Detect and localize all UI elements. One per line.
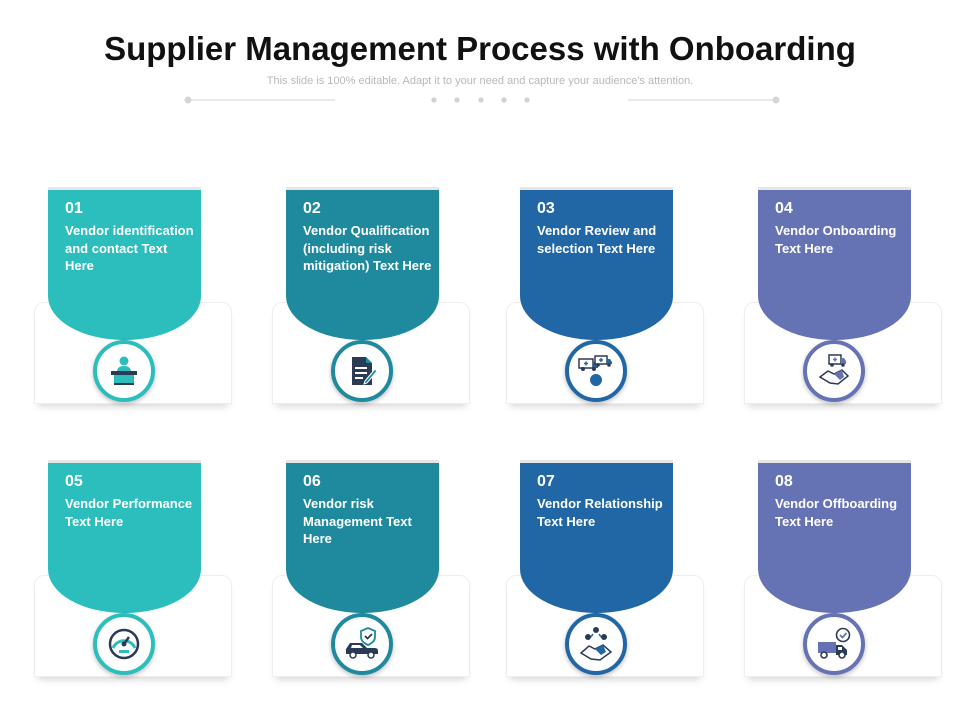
handshake-truck-icon [818,354,850,385]
step-ribbon [520,190,673,340]
step-card-01: 01 Vendor identification and contact Tex… [34,190,232,414]
step-card-02: 02 Vendor Qualification (including risk … [272,190,470,414]
step-number: 08 [775,473,793,490]
step-label: Vendor Qualification (including risk mit… [303,223,432,273]
step-icon-circle [803,340,865,402]
step-icon-circle [565,340,627,402]
step-ribbon [48,190,201,340]
step-label: Vendor Relationship Text Here [537,496,663,529]
step-card-05: 05 Vendor Performance Text Here [34,463,232,687]
step-icon-circle [93,613,155,675]
step-card-03: 03 Vendor Review and selection Text Here [506,190,704,414]
gauge-icon [108,628,140,660]
car-shield-icon [346,627,378,659]
divider-dot [454,97,460,103]
step-ribbon [520,463,673,613]
document-edit-icon [352,357,378,385]
step-label: Vendor Offboarding Text Here [775,496,898,529]
title-divider [184,96,780,104]
step-ribbon [286,463,439,613]
step-label: Vendor risk Management Text Here [303,496,412,546]
step-label: Vendor identification and contact Text H… [65,223,194,273]
step-icon-circle [93,340,155,402]
step-number: 04 [775,200,793,217]
divider-dot [431,97,437,103]
step-label: Vendor Review and selection Text Here [537,223,657,256]
step-card-07: 07 Vendor Relationship Text Here [506,463,704,687]
people-handshake-icon [579,627,613,661]
page-title: Supplier Management Process with Onboard… [104,30,856,67]
divider-dot [478,97,484,103]
step-number: 06 [303,473,321,490]
divider-dot [501,97,507,103]
page-subtitle: This slide is 100% editable. Adapt it to… [266,75,694,87]
step-number: 02 [303,200,321,217]
step-icon-circle [803,613,865,675]
step-label: Vendor Performance Text Here [65,496,193,529]
step-icon-circle [331,613,393,675]
step-card-04: 04 Vendor Onboarding Text Here [744,190,942,414]
step-number: 05 [65,473,83,490]
step-ribbon [286,190,439,340]
step-ribbon [48,463,201,613]
step-icon-circle [331,340,393,402]
step-label: Vendor Onboarding Text Here [775,223,897,256]
delivery-trucks-icon [578,355,612,386]
step-number: 03 [537,200,555,217]
step-number: 01 [65,200,83,217]
step-number: 07 [537,473,555,490]
divider-end-dot [772,96,780,104]
step-card-08: 08 Vendor Offboarding Text Here [744,463,942,687]
truck-check-icon [818,627,851,659]
step-ribbon [758,190,911,340]
step-ribbon [758,463,911,613]
step-icon-circle [565,613,627,675]
step-card-06: 06 Vendor risk Management Text Here [272,463,470,687]
reception-desk-icon [111,356,137,385]
divider-dot [524,97,530,103]
